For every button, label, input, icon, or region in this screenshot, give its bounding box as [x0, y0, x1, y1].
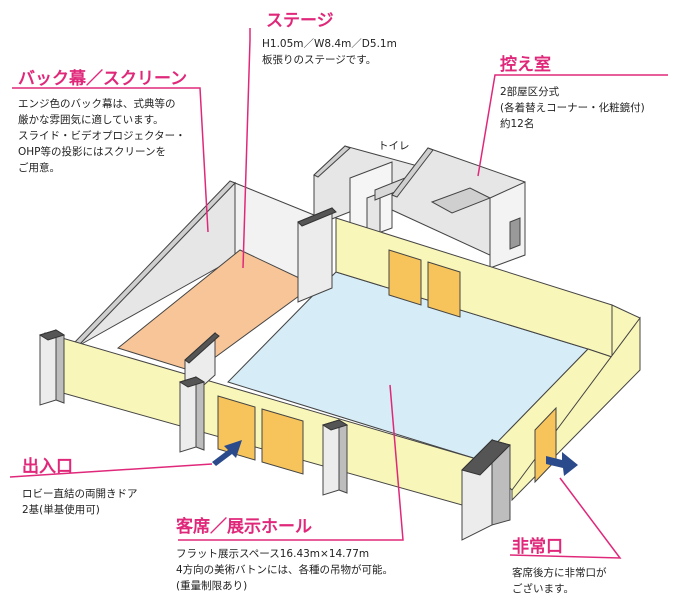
- partition-wall-cap: [297, 207, 337, 227]
- hall-back-door-right: [427, 261, 461, 318]
- hall-back-door-left: [388, 249, 422, 306]
- backdrop-line: ご用意。: [18, 162, 60, 174]
- stage-line: 板張りのステージです。: [262, 54, 377, 66]
- exit-arrow-icon: [546, 452, 578, 476]
- backdrop-line: スライド・ビデオプロジェクター・: [18, 130, 186, 142]
- stage-title: ステージ: [266, 11, 334, 31]
- column-corner: [461, 438, 511, 541]
- backdrop-line: OHP等の投影にはスクリーンを: [18, 146, 166, 158]
- entrance-door-left: [217, 395, 256, 461]
- entrance-description: ロビー直結の両開きドア 2基(単基使用可): [22, 486, 138, 518]
- stage-description: H1.05m／W8.4m／D5.1m 板張りのステージです。: [262, 36, 397, 68]
- hall-line: フラット展示スペース16.43m×14.77m: [176, 548, 370, 560]
- leader-line-hall: [178, 384, 404, 541]
- stage-line: H1.05m／W8.4m／D5.1m: [262, 38, 397, 50]
- waiting-room-top: [391, 147, 434, 198]
- entrance-line: 2基(単基使用可): [22, 504, 100, 516]
- leader-line-stage: [242, 28, 251, 269]
- entrance-title: 出入口: [22, 457, 73, 477]
- waiting-room-title: 控え室: [500, 55, 551, 75]
- hall-description: フラット展示スペース16.43m×14.77m 4方向の美術バトンには、各種の吊…: [176, 546, 393, 594]
- entrance-door-right: [261, 408, 304, 475]
- leader-line-exit: [509, 477, 622, 559]
- emergency-exit-line: 客席後方に非常口が: [512, 567, 607, 579]
- emergency-exit-line: ございます。: [512, 583, 574, 595]
- backdrop-line: 厳かな雰囲気に適しています。: [18, 114, 164, 126]
- hall-line: 4方向の美術バトンには、各種の吊物が可能。: [176, 564, 393, 576]
- leader-line-entrance: [9, 463, 213, 478]
- stage-pillar-cap: [184, 332, 220, 364]
- hall-title: 客席／展示ホール: [176, 517, 312, 537]
- leader-line-backdrop: [12, 87, 209, 233]
- emergency-exit-description: 客席後方に非常口が ございます。: [512, 565, 607, 597]
- waiting-room-line: 約12名: [500, 118, 535, 130]
- toilet-block-top: [313, 145, 351, 178]
- waiting-room-line: (各着替えコーナー・化粧鏡付): [500, 102, 645, 114]
- entrance-line: ロビー直結の両開きドア: [22, 488, 138, 500]
- backdrop-title: バック幕／スクリーン: [18, 69, 188, 89]
- entrance-arrow-icon: [212, 440, 242, 466]
- backdrop-line: エンジ色のバック幕は、式典等の: [18, 98, 176, 110]
- hall-line: (重量制限あり): [176, 580, 248, 592]
- column-left: [38, 329, 66, 406]
- backdrop-description: エンジ色のバック幕は、式典等の 厳かな雰囲気に適しています。 スライド・ビデオプ…: [18, 96, 186, 176]
- column-entrance: [178, 376, 206, 453]
- waiting-room-line: 2部屋区分式: [500, 86, 560, 98]
- column-middle: [321, 419, 349, 496]
- waiting-room-description: 2部屋区分式 (各着替えコーナー・化粧鏡付) 約12名: [500, 84, 645, 132]
- waiting-room-door: [509, 217, 521, 250]
- emergency-exit-title: 非常口: [512, 537, 563, 557]
- toilet-label: トイレ: [378, 140, 410, 152]
- leader-line-waiting-room: [477, 74, 668, 177]
